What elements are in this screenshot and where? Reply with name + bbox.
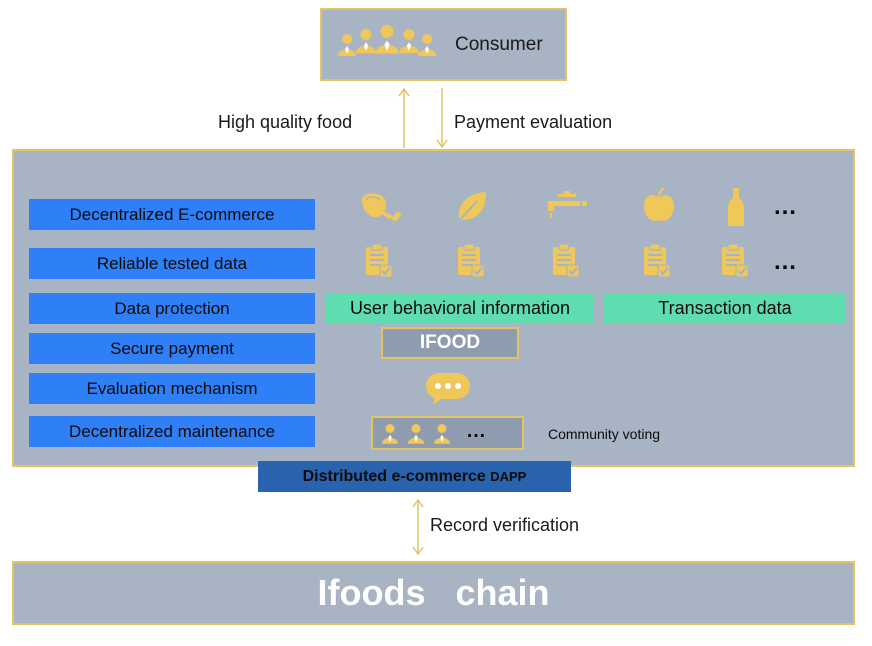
evaluation-mechanism-bar: Evaluation mechanism [29, 373, 315, 404]
chat-bubble-icon [426, 373, 470, 405]
meat-icon [362, 193, 401, 221]
community-ellipsis: … [466, 420, 489, 442]
report-icon [457, 243, 485, 278]
community-voting-label: Community voting [548, 426, 661, 442]
decentralized-maintenance-bar: Decentralized maintenance [29, 416, 315, 447]
food-ellipsis: … [773, 193, 800, 220]
report-icon [721, 243, 749, 278]
high-quality-food-label: High quality food [218, 112, 353, 132]
report-icon [365, 243, 393, 278]
payment-evaluation-label: Payment evaluation [454, 112, 613, 132]
ifoods-chain-label: Ifoods chain [317, 572, 550, 613]
report-icon [643, 243, 671, 278]
water-tap-icon [548, 191, 587, 218]
record-verification-label: Record verification [430, 515, 580, 535]
reliable-tested-data-bar: Reliable tested data [29, 248, 315, 279]
ifoods-chain-bar: Ifoods chain [12, 561, 855, 625]
community-people-icon [381, 424, 451, 444]
secure-payment-bar: Secure payment [29, 333, 315, 364]
leaf-icon [458, 192, 487, 222]
apple-icon [644, 187, 674, 222]
consumer-label: Consumer [455, 34, 543, 55]
people-group-icon [338, 25, 436, 56]
transaction-data-box: Transaction data [604, 293, 846, 324]
consumer-box [320, 8, 567, 81]
data-protection-bar: Data protection [29, 293, 315, 324]
record-verification-arrow [412, 498, 424, 556]
consumer-arrows [398, 87, 448, 149]
report-icon [552, 243, 580, 278]
report-ellipsis: … [773, 248, 800, 275]
dapp-label: Distributed e-commerce [302, 467, 491, 485]
community-box [371, 416, 524, 450]
user-behavioral-information-box: User behavioral information [326, 293, 594, 324]
dapp-bar: Distributed e-commerce DAPP [258, 461, 571, 492]
ifood-box: IFOOD [381, 327, 519, 359]
decentralized-ecommerce-bar: Decentralized E-commerce [29, 199, 315, 230]
dapp-suffix: DAPP [490, 469, 527, 484]
bottle-icon [728, 188, 744, 226]
